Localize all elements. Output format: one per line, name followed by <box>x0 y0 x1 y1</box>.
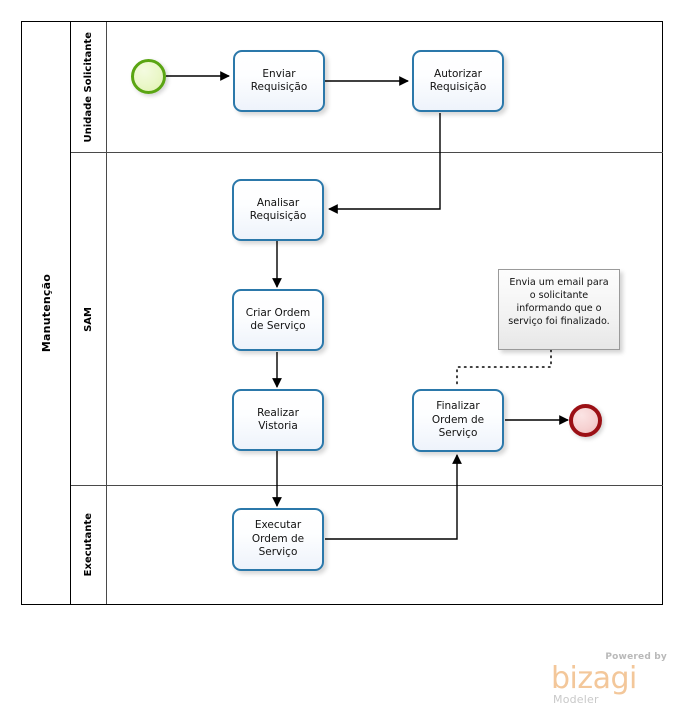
lane-label-executante: Executante <box>83 513 94 577</box>
pool-title: Manutenção <box>39 273 53 353</box>
lane-label-sam: SAM <box>83 306 94 332</box>
lane-header-executante: Executante <box>71 486 107 604</box>
annotation-email[interactable]: Envia um email para o solicitante inform… <box>498 269 620 350</box>
end-event[interactable] <box>569 404 602 437</box>
watermark-powered-by: Powered by <box>605 652 667 662</box>
lane-header-unidade-solicitante: Unidade Solicitante <box>71 22 107 152</box>
lane-executante[interactable]: Executante <box>71 486 663 604</box>
watermark-product: Modeler <box>553 693 599 706</box>
pool-header: Manutenção <box>22 22 71 604</box>
watermark-brand: bizagi <box>551 661 637 696</box>
bizagi-watermark: Powered by bizagi Modeler <box>551 652 669 706</box>
start-event[interactable] <box>131 59 166 94</box>
lane-header-sam: SAM <box>71 153 107 485</box>
lane-label-unidade-solicitante: Unidade Solicitante <box>83 31 94 143</box>
